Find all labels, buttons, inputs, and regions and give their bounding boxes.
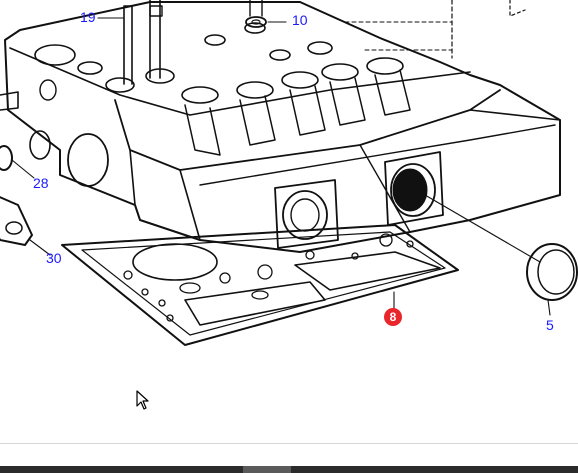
callout-28[interactable]: 28 [33, 175, 49, 191]
core-plug-5 [526, 243, 578, 301]
port-face-right [384, 151, 444, 226]
head-gasket-8 [61, 224, 459, 346]
seal-ring-28 [0, 145, 13, 171]
viewer-divider [0, 443, 578, 444]
flange-gasket-30 [0, 196, 33, 246]
arrow-pointer-icon [136, 390, 149, 410]
stud-19 [123, 5, 133, 85]
cylinder-head-drawing [0, 0, 578, 346]
bottom-scrollbar[interactable] [0, 466, 578, 473]
scrollbar-thumb[interactable] [243, 466, 291, 473]
callout-10[interactable]: 10 [292, 12, 308, 28]
highlighted-part-badge-8[interactable]: 8 [384, 308, 402, 326]
washer-10 [245, 16, 267, 28]
callout-30[interactable]: 30 [46, 250, 62, 266]
port-face-left [274, 179, 339, 249]
callout-5[interactable]: 5 [546, 317, 554, 333]
parts-diagram: 19 10 28 30 5 8 [0, 0, 578, 346]
callout-19[interactable]: 19 [80, 9, 96, 25]
